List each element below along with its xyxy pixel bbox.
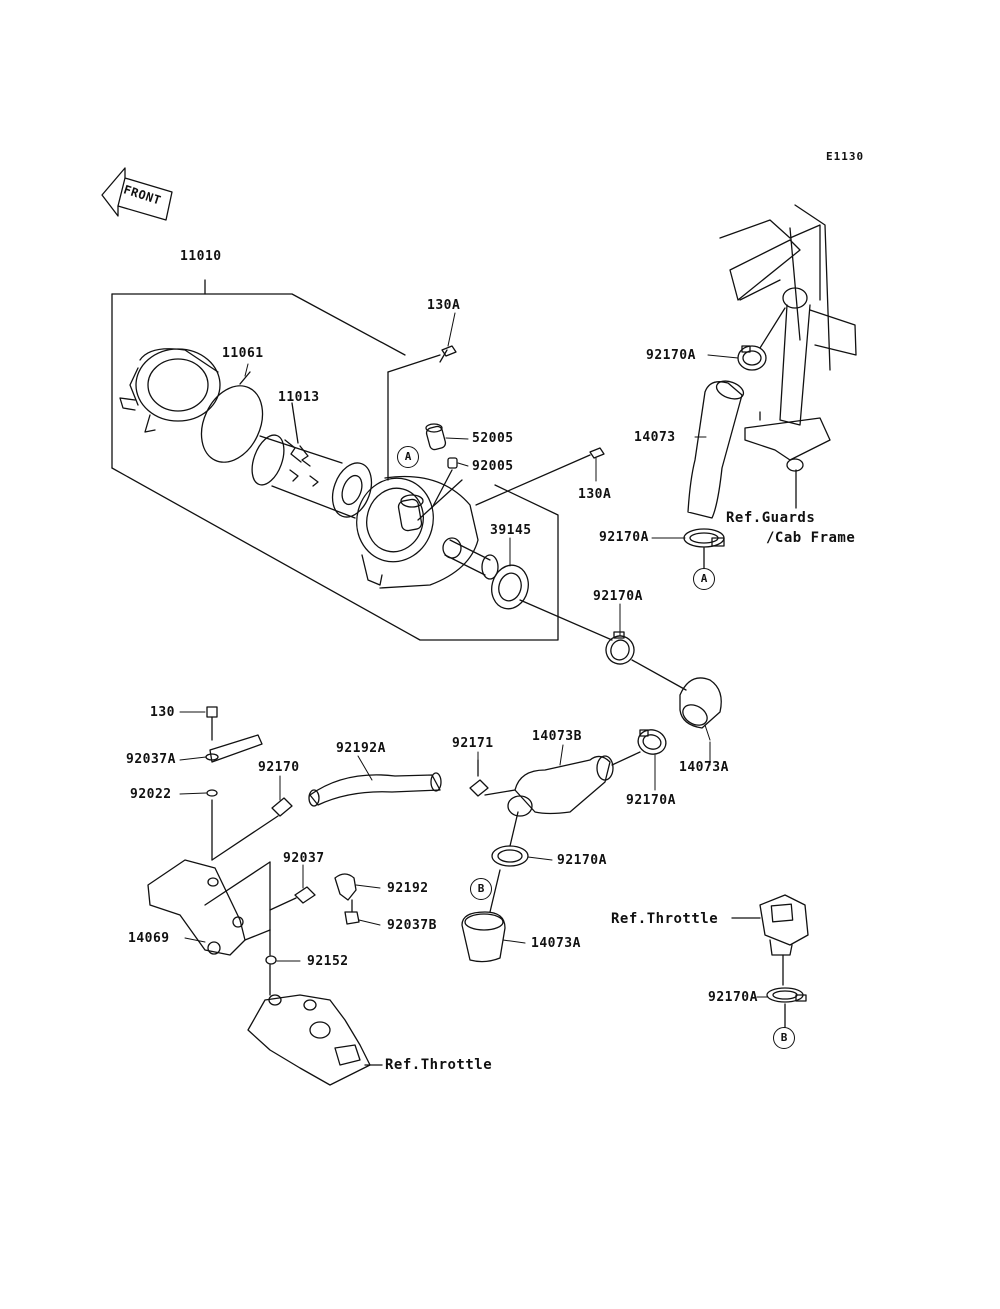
washer-icon [265, 929, 277, 965]
o-ring-icon [200, 385, 264, 463]
front-arrow-icon [101, 167, 173, 221]
part-label-11061: 11061 [222, 346, 264, 361]
air-filter-element-icon [251, 402, 373, 519]
ref-cab-frame: /Cab Frame [766, 530, 856, 546]
clamp-92037B-icon [344, 899, 360, 925]
part-label-92171: 92171 [452, 736, 494, 751]
assembly-bracket [111, 279, 559, 641]
clamp-icon-6 [766, 987, 807, 1029]
air-cleaner-housing-icon [356, 354, 591, 589]
part-label-14073: 14073 [634, 430, 676, 445]
small-clamp-icon [269, 886, 316, 911]
part-label-92005: 92005 [472, 459, 514, 474]
part-label-11013: 11013 [278, 390, 320, 405]
clamp-icon [605, 631, 687, 691]
coupler-39145-icon [491, 564, 613, 641]
cab-frame-icon [719, 204, 857, 509]
part-label-14073A-2: 14073A [531, 936, 581, 951]
y-pipe-14073B-icon [507, 751, 641, 817]
part-label-14073B: 14073B [532, 729, 582, 744]
leader-lines [179, 312, 768, 998]
elbow-hose-icon [679, 677, 722, 729]
part-label-130A-side: 130A [578, 487, 612, 502]
part-label-92170A-6: 92170A [708, 990, 758, 1005]
cap-icon [425, 423, 447, 451]
part-label-92152: 92152 [307, 954, 349, 969]
part-label-92170A-1: 92170A [646, 348, 696, 363]
part-label-52005: 52005 [472, 431, 514, 446]
diagram-code: E1130 [826, 150, 865, 163]
part-label-92170A-5: 92170A [557, 853, 607, 868]
duct-14073A-icon [461, 869, 506, 963]
part-label-92037: 92037 [283, 851, 325, 866]
part-label-92170A-2: 92170A [599, 530, 649, 545]
throttle-right-icon [731, 894, 809, 986]
clip-icon [469, 759, 516, 797]
ref-throttle-bottom: Ref.Throttle [385, 1057, 493, 1073]
clamp-icon-4 [637, 729, 667, 755]
part-label-39145: 39145 [490, 523, 532, 538]
part-label-92022: 92022 [130, 787, 172, 802]
manifold-14069-icon [147, 859, 271, 956]
part-label-92192A: 92192A [336, 741, 386, 756]
small-fitting-icon [431, 457, 458, 509]
hose-92192A-icon [211, 772, 442, 861]
ref-throttle-right: Ref.Throttle [611, 911, 719, 927]
part-label-11010: 11010 [180, 249, 222, 264]
elbow-92192-icon [334, 873, 357, 901]
part-label-14073A-1: 14073A [679, 760, 729, 775]
bolt-icon [439, 345, 457, 363]
part-label-130: 130 [150, 705, 175, 720]
hose-14073-icon [687, 380, 745, 519]
part-label-92170A-4: 92170A [626, 793, 676, 808]
part-label-92192: 92192 [387, 881, 429, 896]
part-label-92037B: 92037B [387, 918, 437, 933]
callout-b-duct: B [470, 878, 492, 900]
clamp-icon-2 [737, 345, 767, 371]
part-label-130A-top: 130A [427, 298, 461, 313]
callout-a-hose: A [693, 568, 715, 590]
part-label-92170A-3: 92170A [593, 589, 643, 604]
part-label-92037A: 92037A [126, 752, 176, 767]
part-label-14069: 14069 [128, 931, 170, 946]
part-label-92170: 92170 [258, 760, 300, 775]
callout-b-throttle: B [773, 1027, 795, 1049]
callout-a-housing: A [397, 446, 419, 468]
ref-guards: Ref.Guards [726, 510, 816, 526]
bolt-icon-2 [589, 447, 605, 459]
clamp-icon-5 [491, 811, 529, 867]
bolt-stack-icon [205, 706, 263, 861]
clamp-icon-3 [683, 528, 725, 569]
throttle-body-icon [247, 964, 383, 1086]
airbox-intake-icon [119, 348, 221, 433]
